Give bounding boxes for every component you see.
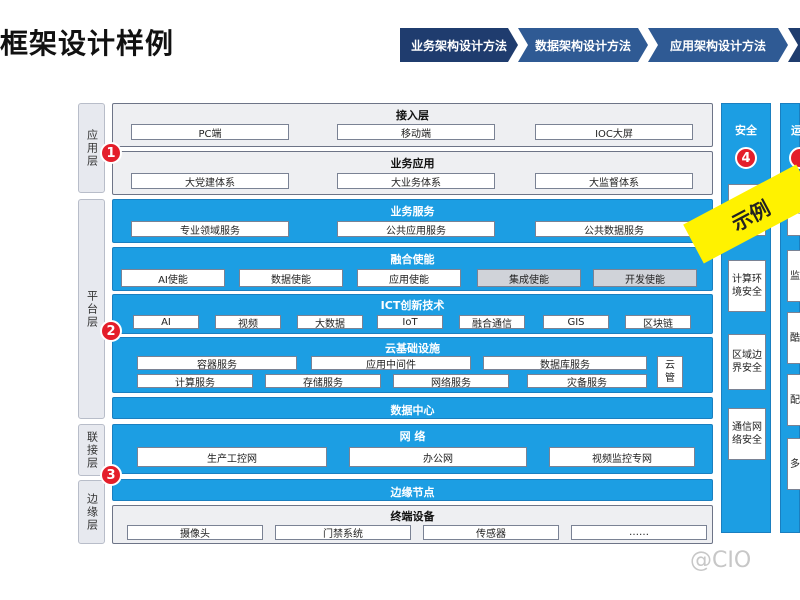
- edge-node-band: 边缘节点: [112, 479, 713, 501]
- enable-band: 融合使能 AI使能 数据使能 应用使能 集成使能 开发使能: [112, 247, 713, 291]
- ops-item: 监: [787, 250, 800, 302]
- ops-item: 多: [787, 438, 800, 490]
- business-app-band: 业务应用 大党建体系 大业务体系 大监督体系: [112, 151, 713, 195]
- nav-label: 数据架构设计方法: [534, 38, 631, 53]
- cloud-item: 数据库服务: [483, 356, 647, 371]
- ict-item: 融合通信: [459, 315, 525, 330]
- ops-item: 酷: [787, 312, 800, 364]
- marker-3: 3: [100, 464, 122, 486]
- security-item: 区域边界安全: [728, 334, 766, 390]
- enable-item: 应用使能: [357, 269, 461, 287]
- watermark: @CIO: [690, 548, 752, 573]
- edge-node-title: 边缘节点: [390, 486, 435, 499]
- cloud-item: 容器服务: [137, 356, 297, 371]
- nav-data-architecture[interactable]: 数据架构设计方法: [518, 28, 648, 62]
- access-ioc-screen: IOC大屏: [535, 124, 693, 140]
- business-service-item: 公共应用服务: [337, 221, 495, 237]
- network-item: 视频监控专网: [549, 447, 695, 467]
- marker-1: 1: [100, 142, 122, 164]
- security-item: 通信网络安全: [728, 408, 766, 460]
- layer-label-platform: 平台层: [78, 199, 105, 419]
- enable-title: 融合使能: [390, 253, 435, 266]
- business-service-item: 专业领域服务: [131, 221, 289, 237]
- terminal-title: 终端设备: [390, 510, 435, 523]
- layer-label-connect: 联接层: [78, 424, 105, 476]
- ict-item: 视频: [215, 315, 281, 330]
- access-layer-band: 接入层 PC端 移动端 IOC大屏: [112, 103, 713, 147]
- terminal-item: 传感器: [423, 525, 559, 540]
- terminal-band: 终端设备 摄像头 门禁系统 传感器 ……: [112, 505, 713, 544]
- terminal-item: ……: [571, 525, 707, 540]
- cloud-band: 云基础设施 容器服务 应用中间件 数据库服务 计算服务 存储服务 网络服务 灾备…: [112, 337, 713, 393]
- terminal-item: 门禁系统: [275, 525, 411, 540]
- terminal-item: 摄像头: [127, 525, 263, 540]
- nav-label: 业务架构设计方法: [410, 38, 507, 53]
- ict-item: 区块链: [625, 315, 691, 330]
- cloud-item: 存储服务: [265, 374, 381, 389]
- page-title: 框架设计样例: [0, 27, 175, 60]
- nav-application-architecture[interactable]: 应用架构设计方法: [648, 28, 788, 62]
- marker-4: 4: [735, 147, 757, 169]
- network-item: 生产工控网: [137, 447, 327, 467]
- network-title: 网 络: [399, 430, 426, 443]
- security-title: 安全: [735, 124, 757, 137]
- ict-item: 大数据: [297, 315, 363, 330]
- network-item: 办公网: [349, 447, 527, 467]
- ops-item: 配: [787, 374, 800, 426]
- enable-item: 集成使能: [477, 269, 581, 287]
- nav-label: 应用架构设计方法: [669, 38, 766, 53]
- business-app-item: 大监督体系: [535, 173, 693, 189]
- security-item: 计算环境安全: [728, 260, 766, 312]
- access-layer-title: 接入层: [396, 109, 429, 122]
- chevron-shape: [518, 28, 648, 62]
- cloud-item: 应用中间件: [311, 356, 471, 371]
- business-app-item: 大党建体系: [131, 173, 289, 189]
- ict-item: AI: [133, 315, 199, 329]
- ict-item: GIS: [543, 315, 609, 329]
- enable-item: 开发使能: [593, 269, 697, 287]
- enable-item: AI使能: [121, 269, 225, 287]
- nav-overflow: [788, 28, 800, 62]
- datacenter-title: 数据中心: [390, 404, 435, 417]
- ops-title: 运: [791, 124, 800, 137]
- network-band: 网 络 生产工控网 办公网 视频监控专网: [112, 424, 713, 474]
- business-service-band: 业务服务 专业领域服务 公共应用服务 公共数据服务: [112, 199, 713, 243]
- marker-2: 2: [100, 320, 122, 342]
- enable-item: 数据使能: [239, 269, 343, 287]
- cloud-management: 云 管: [657, 356, 683, 388]
- access-mobile: 移动端: [337, 124, 495, 140]
- nav-business-architecture[interactable]: 业务架构设计方法: [400, 28, 518, 62]
- cloud-item: 灾备服务: [527, 374, 647, 389]
- business-app-title: 业务应用: [390, 157, 435, 170]
- ict-item: IoT: [377, 315, 443, 329]
- access-pc: PC端: [131, 124, 289, 140]
- cloud-item: 计算服务: [137, 374, 253, 389]
- chevron-shape: [788, 28, 800, 62]
- layer-label-edge: 边缘层: [78, 480, 105, 544]
- datacenter-band: 数据中心: [112, 397, 713, 419]
- ict-band: ICT创新技术 AI 视频 大数据 IoT 融合通信 GIS 区块链: [112, 294, 713, 334]
- cloud-item: 网络服务: [393, 374, 509, 389]
- cloud-title: 云基础设施: [385, 342, 440, 355]
- business-service-item: 公共数据服务: [535, 221, 693, 237]
- ict-title: ICT创新技术: [380, 299, 445, 312]
- chevron-shape: [400, 28, 518, 62]
- business-service-title: 业务服务: [390, 205, 435, 218]
- chevron-shape: [648, 28, 788, 62]
- business-app-item: 大业务体系: [337, 173, 495, 189]
